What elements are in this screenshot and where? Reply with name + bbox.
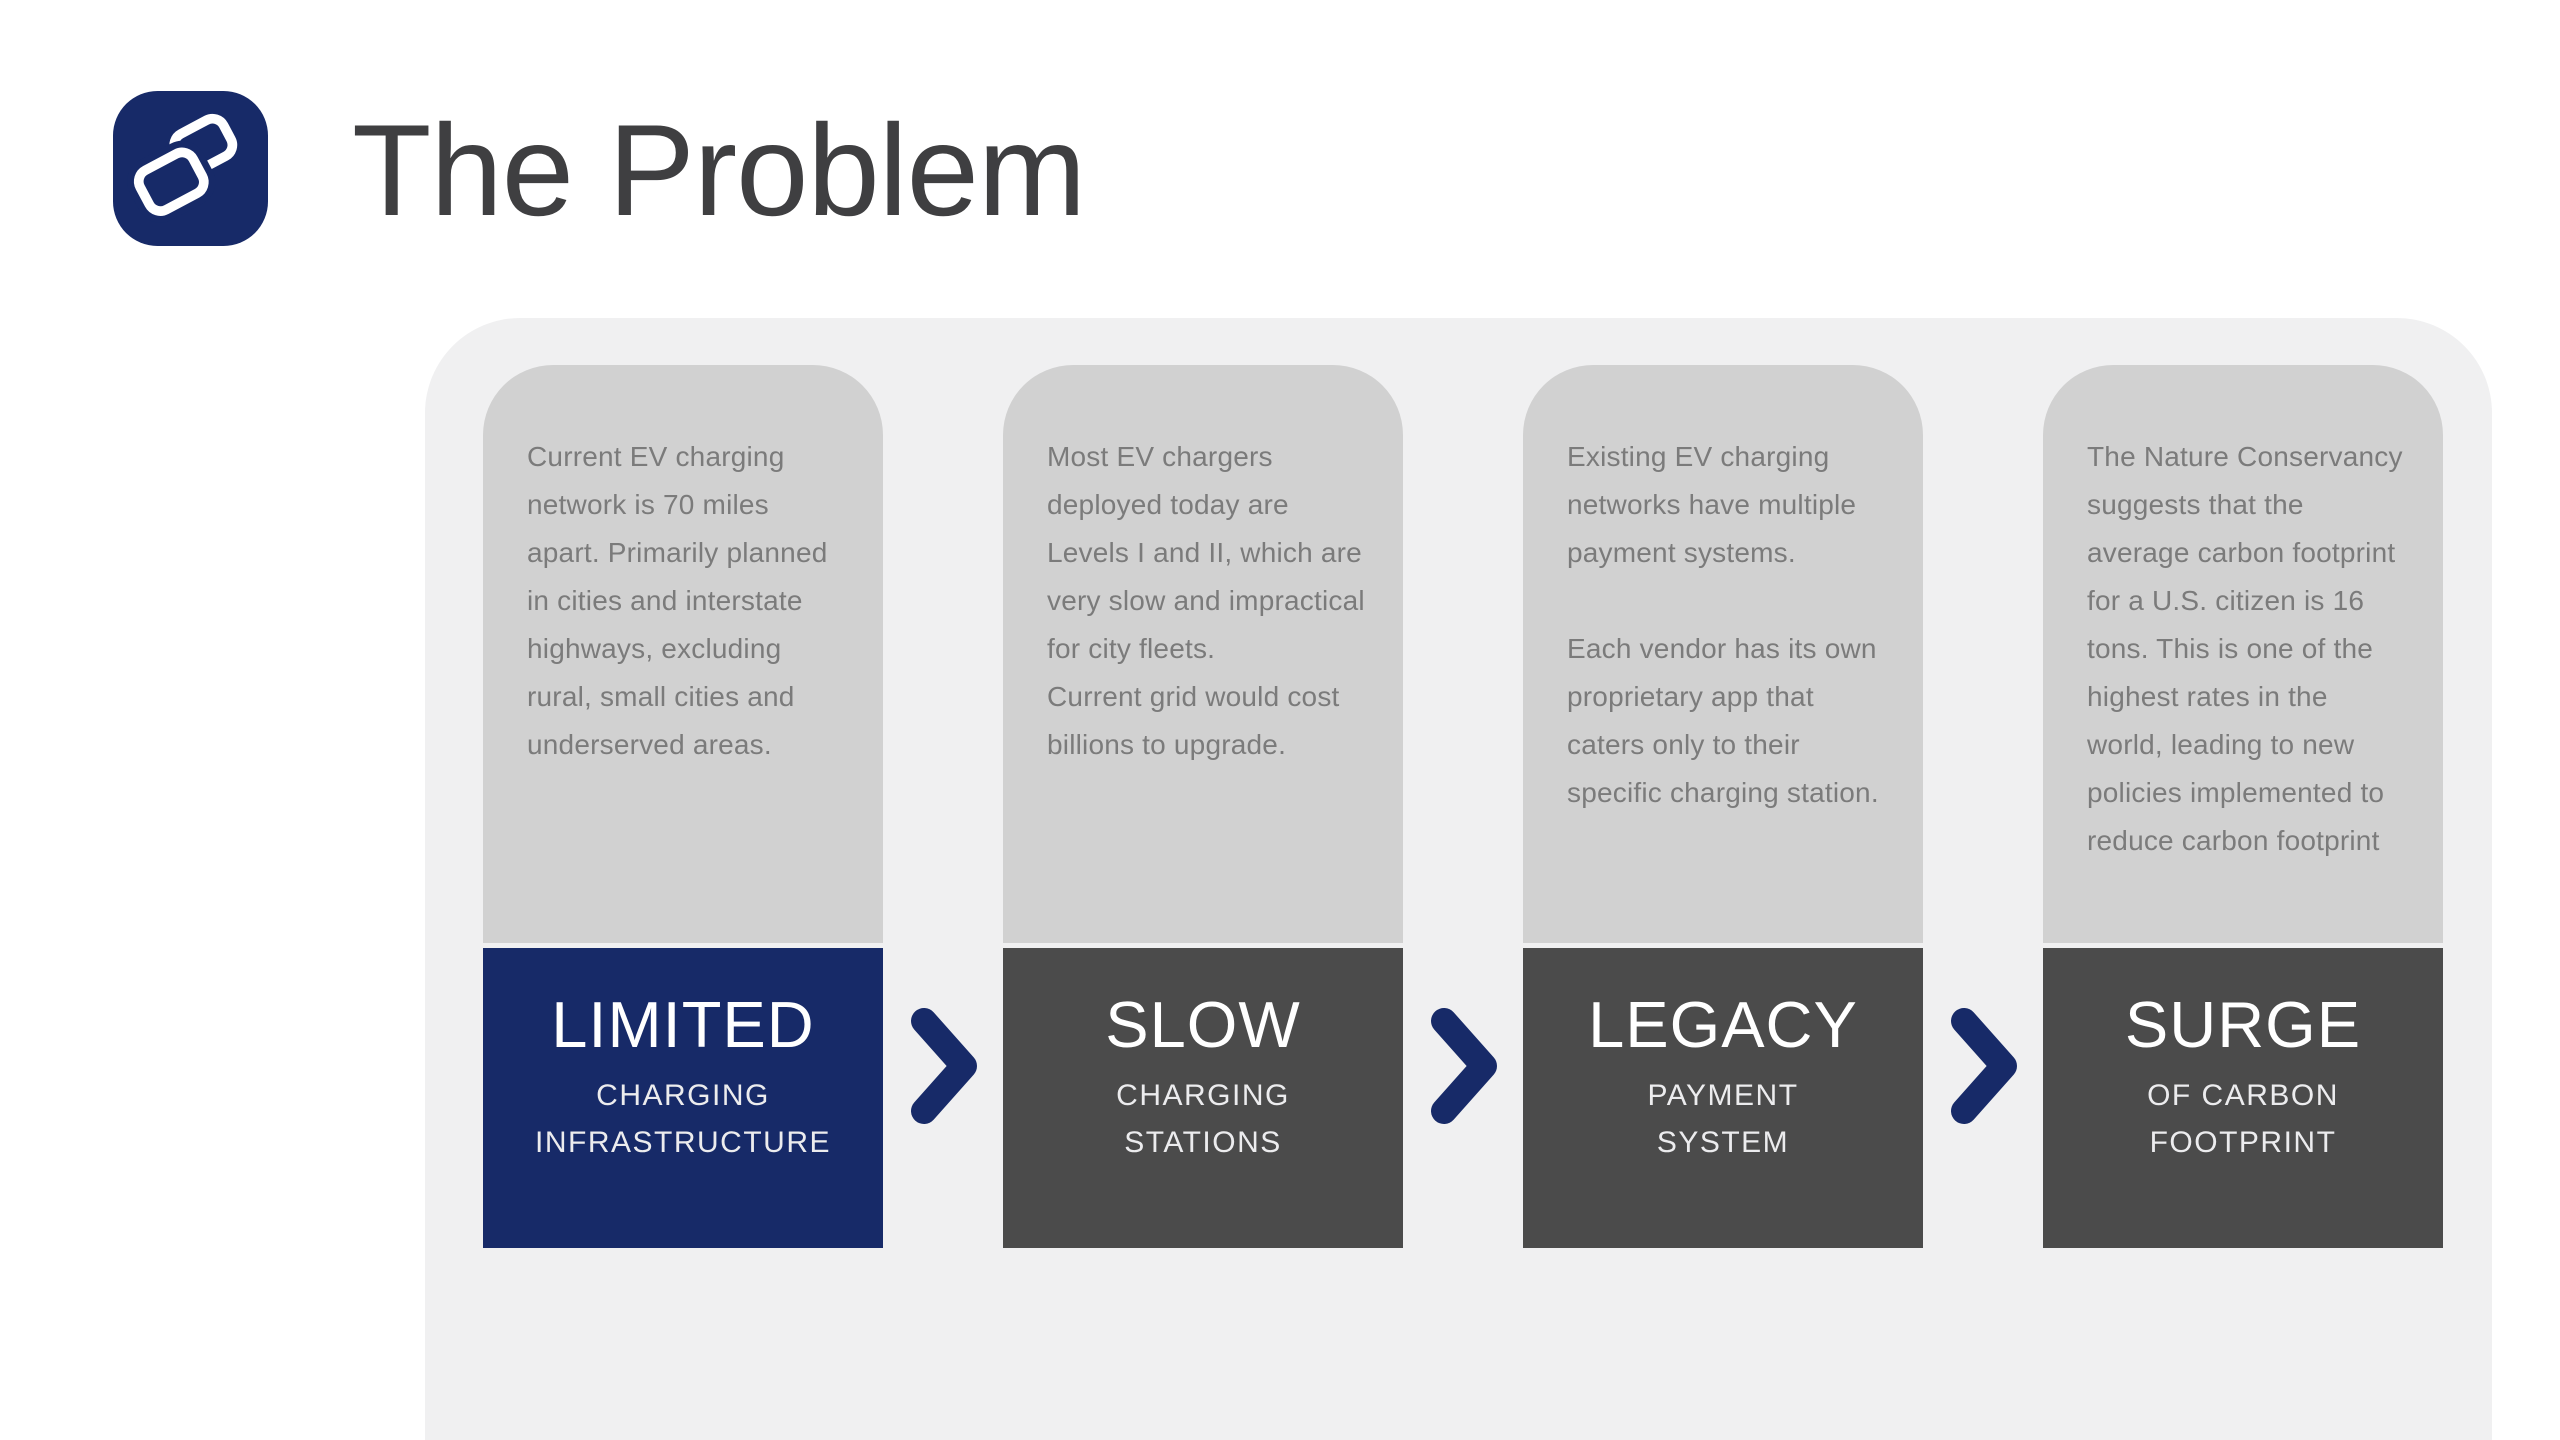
problem-paragraph: Current EV charging network is 70 miles … — [527, 441, 828, 760]
problem-headline: LEGACY — [1588, 988, 1858, 1061]
problem-footer: SLOW CHARGING STATIONS — [1003, 948, 1403, 1248]
problem-footer: LEGACY PAYMENT SYSTEM — [1523, 948, 1923, 1248]
problem-paragraph: Each vendor has its own proprietary app … — [1567, 633, 1879, 808]
problem-subline: PAYMENT SYSTEM — [1523, 1072, 1923, 1166]
problem-subline: CHARGING INFRASTRUCTURE — [483, 1072, 883, 1166]
problem-paragraph: The Nature Conservancy suggests that the… — [2087, 441, 2403, 856]
problem-column-surge: The Nature Conservancy suggests that the… — [2043, 365, 2443, 1248]
problem-headline: LIMITED — [551, 988, 815, 1061]
problem-subline-line: OF CARBON — [2147, 1079, 2339, 1112]
problem-subline-line: PAYMENT — [1647, 1079, 1799, 1112]
problem-subline: CHARGING STATIONS — [1003, 1072, 1403, 1166]
problem-subline-line: STATIONS — [1124, 1126, 1282, 1159]
problem-paragraph: Existing EV charging networks have multi… — [1567, 441, 1857, 568]
problem-description-card: Most EV chargers deployed today are Leve… — [1003, 365, 1403, 943]
problem-subline-line: CHARGING — [596, 1079, 770, 1112]
chevron-right-icon — [1951, 1008, 2017, 1124]
problem-headline: SLOW — [1105, 988, 1301, 1061]
problem-footer: SURGE OF CARBON FOOTPRINT — [2043, 948, 2443, 1248]
problem-headline: SURGE — [2124, 988, 2362, 1061]
page-title: The Problem — [352, 97, 1086, 243]
two-tilted-cards-icon — [113, 91, 268, 246]
brand-logo — [113, 91, 268, 246]
chevron-right-icon — [1431, 1008, 1497, 1124]
problem-description-card: Existing EV charging networks have multi… — [1523, 365, 1923, 943]
problem-subline-line: CHARGING — [1116, 1079, 1290, 1112]
chevron-right-icon — [911, 1008, 977, 1124]
problem-subline: OF CARBON FOOTPRINT — [2043, 1072, 2443, 1166]
problem-paragraph: Current grid would cost billions to upgr… — [1047, 681, 1340, 760]
problem-subline-line: SYSTEM — [1656, 1126, 1790, 1159]
problem-footer: LIMITED CHARGING INFRASTRUCTURE — [483, 948, 883, 1248]
problem-column-legacy: Existing EV charging networks have multi… — [1523, 365, 1923, 1248]
problem-column-slow: Most EV chargers deployed today are Leve… — [1003, 365, 1403, 1248]
problems-panel: Current EV charging network is 70 miles … — [425, 318, 2492, 1440]
problem-description-card: Current EV charging network is 70 miles … — [483, 365, 883, 943]
problem-subline-line: INFRASTRUCTURE — [535, 1126, 831, 1159]
problem-subline-line: FOOTPRINT — [2149, 1126, 2337, 1159]
problem-description-card: The Nature Conservancy suggests that the… — [2043, 365, 2443, 943]
problem-paragraph: Most EV chargers deployed today are Leve… — [1047, 441, 1365, 664]
problem-column-limited: Current EV charging network is 70 miles … — [483, 365, 883, 1248]
